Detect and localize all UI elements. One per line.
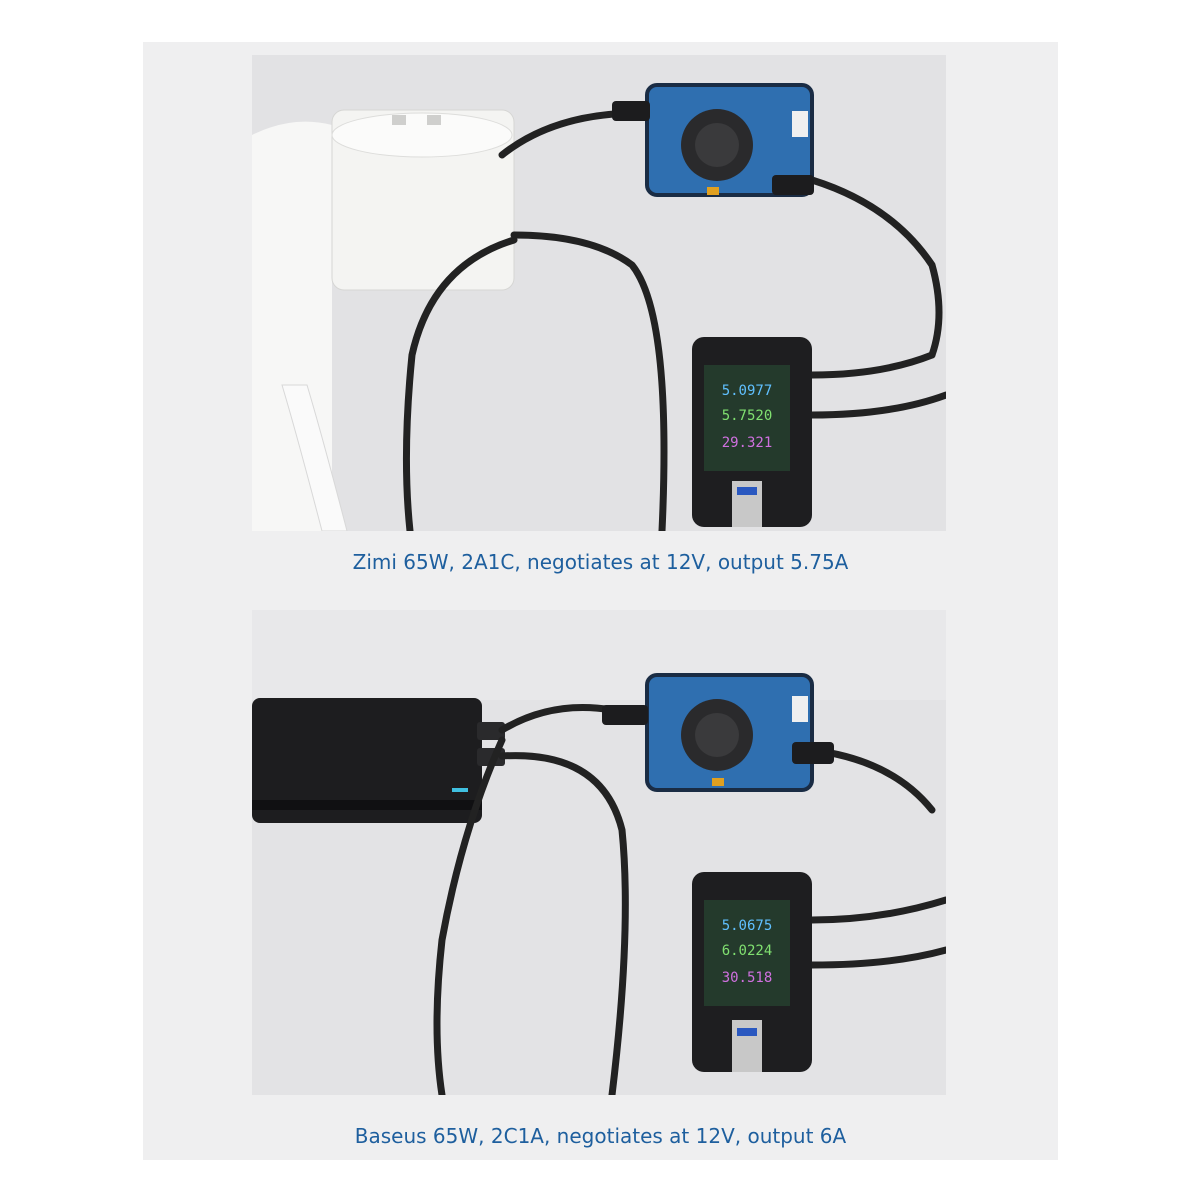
caption-zimi: Zimi 65W, 2A1C, negotiates at 12V, outpu… bbox=[352, 550, 849, 574]
meter-reading-power: 30.518 bbox=[722, 970, 773, 986]
meter-reading-voltage: 5.0675 bbox=[722, 918, 773, 934]
caption-baseus: Baseus 65W, 2C1A, negotiates at 12V, out… bbox=[354, 1124, 847, 1148]
photo-baseus-test-setup: 5.0675 6.0224 30.518 bbox=[252, 610, 946, 1095]
meter-reading-power: 29.321 bbox=[722, 435, 773, 451]
photo-baseus-illustration: 5.0675 6.0224 30.518 bbox=[252, 610, 946, 1095]
white-charger bbox=[252, 109, 515, 531]
black-charger bbox=[252, 698, 505, 823]
usb-meter: 5.0977 5.7520 29.321 bbox=[692, 337, 812, 527]
meter-reading-current: 5.7520 bbox=[722, 408, 773, 424]
photo-zimi-illustration: 5.0977 5.7520 29.321 bbox=[252, 55, 946, 531]
usb-meter: 5.0675 6.0224 30.518 bbox=[692, 872, 812, 1072]
photo-zimi-test-setup: 5.0977 5.7520 29.321 bbox=[252, 55, 946, 531]
meter-reading-current: 6.0224 bbox=[722, 943, 773, 959]
usb-cables bbox=[433, 704, 946, 1095]
load-tester-board bbox=[612, 83, 814, 197]
usb-cables bbox=[402, 109, 946, 531]
load-tester-board bbox=[602, 673, 834, 792]
meter-reading-voltage: 5.0977 bbox=[722, 383, 773, 399]
